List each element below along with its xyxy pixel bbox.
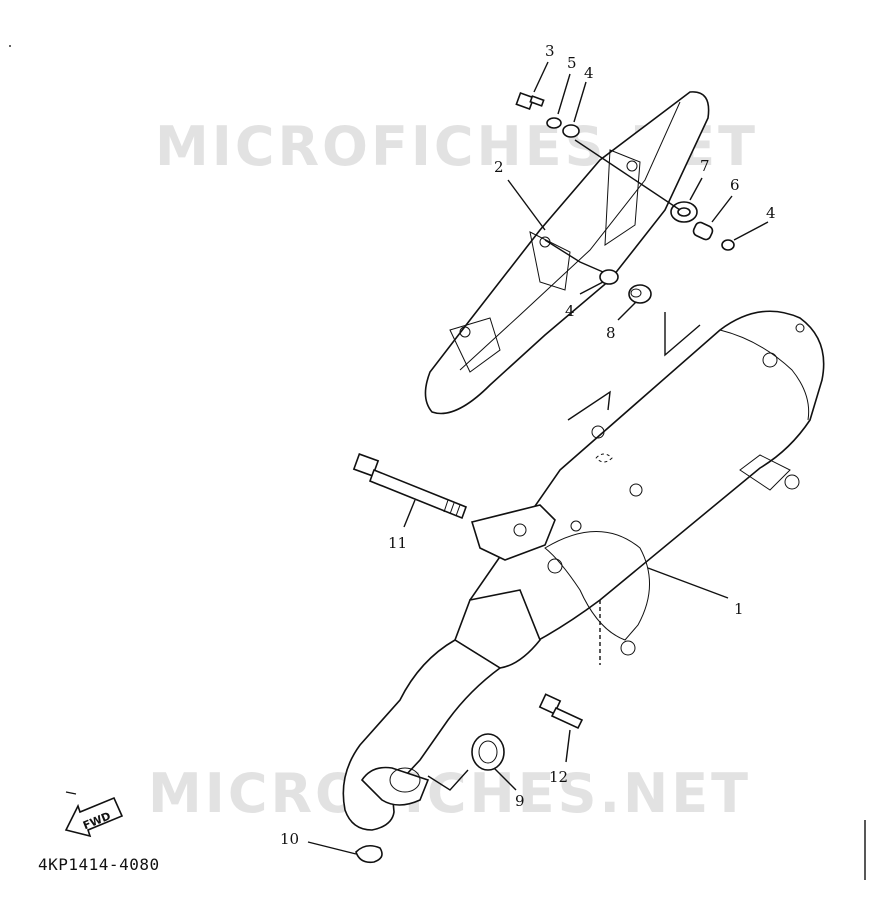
watermark-bottom: MICROFICHES.NET <box>148 762 751 825</box>
collar-part-4-top <box>562 124 580 138</box>
muffler-protector-part <box>424 91 710 415</box>
callout-6: 6 <box>730 176 740 194</box>
callout-labels: 3 5 4 2 7 6 4 4 8 11 1 12 9 10 <box>280 42 776 848</box>
forward-direction-arrow-icon: FWD <box>64 791 124 838</box>
callout-5: 5 <box>567 54 577 72</box>
speck <box>9 45 11 47</box>
callout-2: 2 <box>494 158 504 176</box>
figure-code: 4KP1414-4080 <box>38 855 160 874</box>
collar-part-6 <box>692 221 714 241</box>
callout-9: 9 <box>515 792 525 810</box>
leader-lines <box>307 61 769 855</box>
muffler-assembly-part <box>342 310 825 831</box>
callout-4: 4 <box>565 302 575 320</box>
washer-part-4-right <box>721 239 735 251</box>
pipe-flange <box>360 766 430 806</box>
grommet-part-8 <box>628 284 652 304</box>
callout-11: 11 <box>388 534 407 552</box>
callout-7: 7 <box>700 157 710 175</box>
callout-8: 8 <box>606 324 616 342</box>
callout-3: 3 <box>545 42 555 60</box>
callout-4: 4 <box>766 204 776 222</box>
bolt-part-3 <box>515 91 545 111</box>
gasket-part-9 <box>471 733 505 771</box>
callout-1: 1 <box>734 600 744 618</box>
callout-10: 10 <box>280 830 299 848</box>
nut-part-10 <box>355 844 383 864</box>
washer-part-5 <box>546 117 562 129</box>
bolt-part-11 <box>352 453 468 520</box>
callout-4: 4 <box>584 64 594 82</box>
washer-part-4-middle <box>599 269 619 285</box>
bolt-part-12 <box>538 693 584 730</box>
callout-12: 12 <box>549 768 568 786</box>
grommet-part-7 <box>670 201 698 223</box>
